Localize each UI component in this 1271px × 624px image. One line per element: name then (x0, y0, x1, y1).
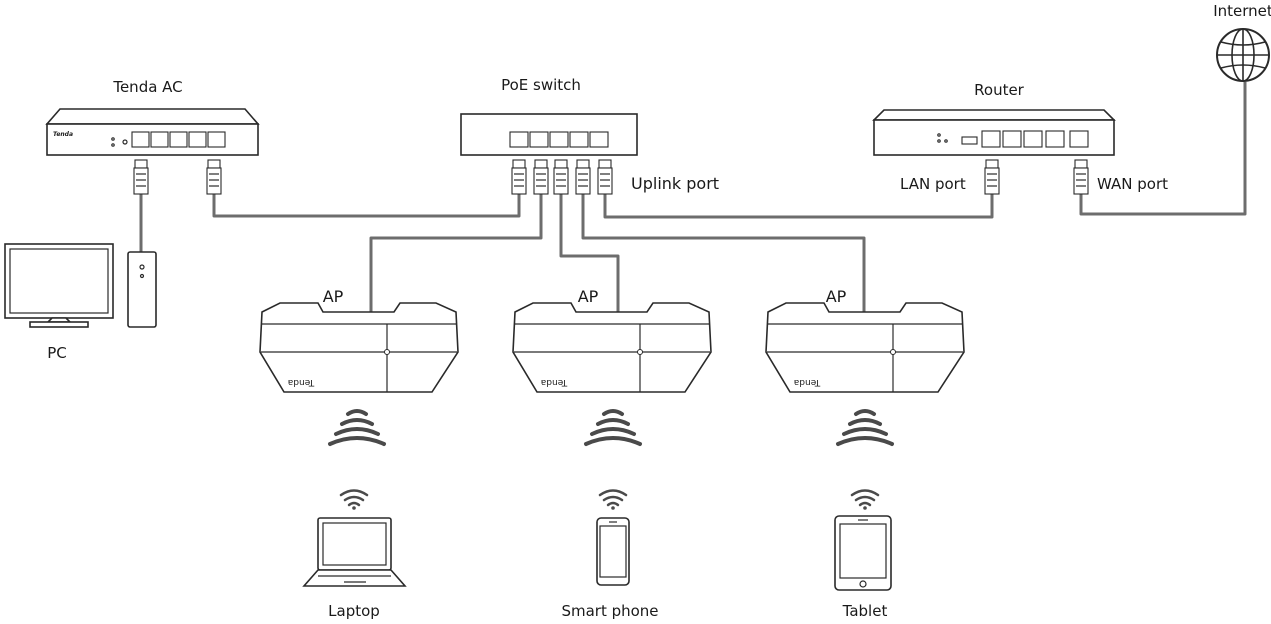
cable-router-wan-to-internet (1079, 82, 1247, 216)
cable-switch-to-ap-3 (581, 194, 866, 312)
tenda-ac-port (169, 131, 188, 148)
ethernet-plug-icon (984, 159, 1000, 195)
tenda-ac-led (111, 143, 115, 147)
ap-logo-text: Tenda (794, 377, 821, 387)
ethernet-plug-icon (597, 159, 613, 195)
laptop-label: Laptop (328, 602, 380, 620)
poe-injector-icon (127, 251, 157, 328)
lan-port-label: LAN port (900, 175, 966, 193)
tenda-ac-port (207, 131, 226, 148)
poe-switch-port (509, 131, 529, 148)
wifi-icon (850, 489, 880, 510)
cable-switch-uplink-to-router-lan (603, 194, 994, 219)
wifi-icon (598, 489, 628, 510)
cables (139, 82, 1247, 312)
ethernet-plug-icon (206, 159, 222, 195)
tenda-ac-device: Tenda (45, 108, 260, 195)
ap-1-label: AP (323, 287, 344, 306)
globe-icon (1216, 28, 1270, 82)
cable-switch-to-ap-2 (559, 194, 620, 312)
smartphone-icon (596, 517, 630, 586)
router-port (1069, 130, 1089, 148)
access-point-1: Tenda (259, 302, 459, 393)
ethernet-plug-icon (553, 159, 569, 195)
poe-switch-device (460, 113, 638, 195)
wifi-icon (339, 489, 369, 510)
router-usb-port (961, 136, 978, 145)
pc-label: PC (47, 344, 67, 362)
ap-logo-text: Tenda (288, 377, 315, 387)
poe-switch-port (569, 131, 589, 148)
router-port (1023, 130, 1043, 148)
poe-switch-body (460, 113, 638, 156)
ethernet-plug-icon (511, 159, 527, 195)
tenda-ac-label: Tenda AC (112, 78, 182, 96)
access-point-2: Tenda (512, 302, 712, 393)
ethernet-plug-icon (1073, 159, 1089, 195)
router-label: Router (974, 81, 1025, 99)
internet-label: Internet (1213, 2, 1271, 20)
poe-switch-port (529, 131, 549, 148)
laptop-icon (302, 517, 407, 587)
tenda-ac-port (131, 131, 150, 148)
tenda-ac-top (45, 108, 260, 125)
poe-switch-port (589, 131, 609, 148)
tablet-label: Tablet (842, 602, 888, 620)
wan-port-label: WAN port (1097, 175, 1168, 193)
tablet-icon (834, 515, 892, 591)
wifi-broadcast-icon (836, 409, 894, 446)
router-port (1045, 130, 1065, 148)
access-point-3: Tenda (765, 302, 965, 393)
ethernet-plug-icon (133, 159, 149, 195)
poe-switch-port (549, 131, 569, 148)
ethernet-plug-icon (533, 159, 549, 195)
ethernet-plug-icon (575, 159, 591, 195)
ap-3-label: AP (826, 287, 847, 306)
smart-phone-label: Smart phone (561, 602, 658, 620)
tenda-ac-port (150, 131, 169, 148)
wifi-broadcast-icon (584, 409, 642, 446)
ap-logo-text: Tenda (541, 377, 568, 387)
router-port (981, 130, 1001, 148)
tenda-ac-logo-text: Tenda (53, 131, 73, 138)
router-device (872, 109, 1116, 195)
pc-icon (4, 243, 114, 328)
router-top (872, 109, 1116, 121)
cable-switch-to-ap-1 (369, 194, 543, 312)
poe-switch-label: PoE switch (501, 76, 581, 94)
uplink-port-label: Uplink port (631, 174, 719, 193)
router-port (1002, 130, 1022, 148)
tenda-ac-reset (122, 139, 128, 145)
cable-ac-to-switch (212, 194, 521, 218)
tenda-ac-led (111, 137, 115, 141)
tenda-ac-port (188, 131, 207, 148)
ap-2-label: AP (578, 287, 599, 306)
wifi-broadcast-icon (328, 409, 386, 446)
